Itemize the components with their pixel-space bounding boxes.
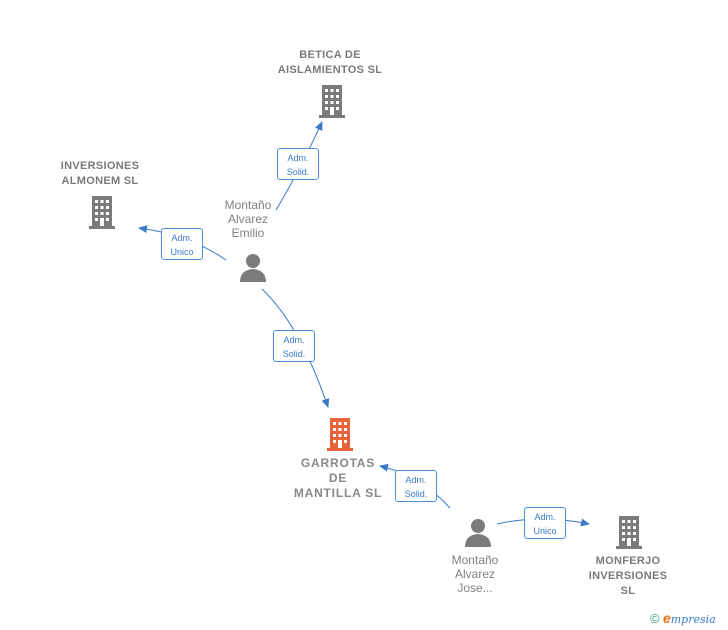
relation-label-jose-garrotas[interactable]: Adm. Solid. xyxy=(395,470,437,502)
building-icon[interactable] xyxy=(86,195,118,229)
brand-initial: e xyxy=(662,610,671,626)
brand-name: mpresia xyxy=(670,613,716,626)
company-label-garrotas[interactable]: GARROTAS DE MANTILLA SL xyxy=(293,456,383,500)
person-icon[interactable] xyxy=(238,252,268,282)
company-label-monferjo[interactable]: MONFERJO INVERSIONES SL xyxy=(588,555,668,597)
person-label-jose[interactable]: Montaño Alvarez Jose... xyxy=(451,553,499,595)
building-icon[interactable] xyxy=(316,84,348,118)
building-icon[interactable] xyxy=(324,417,356,451)
relation-label-jose-monferjo[interactable]: Adm. Unico xyxy=(524,507,566,539)
copyright-symbol: © xyxy=(650,611,660,626)
relation-label-emilio-betica[interactable]: Adm. Solid. xyxy=(277,148,319,180)
company-label-almonem[interactable]: INVERSIONES ALMONEM SL xyxy=(60,160,140,187)
building-icon[interactable] xyxy=(613,515,645,549)
company-label-betica[interactable]: BETICA DE AISLAMIENTOS SL xyxy=(277,49,383,76)
person-icon[interactable] xyxy=(463,517,493,547)
empresia-logo: © empresia xyxy=(650,610,716,626)
relation-label-emilio-almonem[interactable]: Adm. Unico xyxy=(161,228,203,260)
person-label-emilio[interactable]: Montaño Alvarez Emilio xyxy=(224,198,272,240)
relation-label-emilio-garrotas[interactable]: Adm. Solid. xyxy=(273,330,315,362)
